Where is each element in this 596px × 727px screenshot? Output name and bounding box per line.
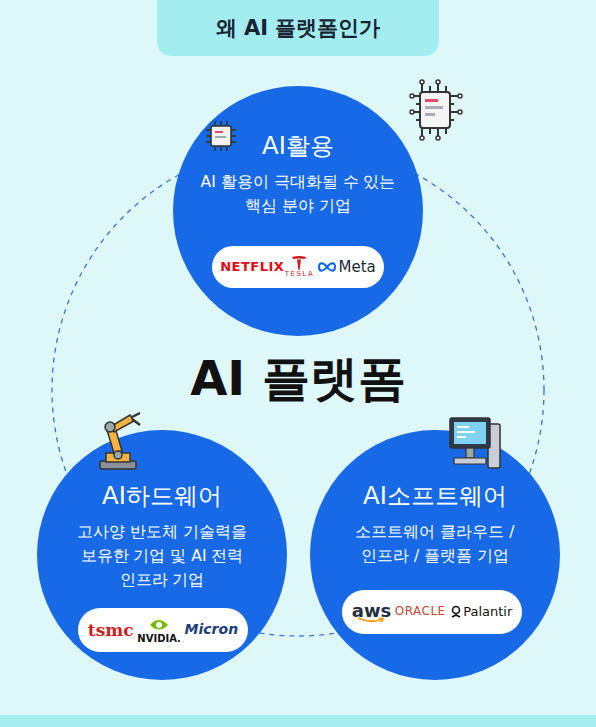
logo: Meta xyxy=(315,259,376,276)
bottom-band xyxy=(0,715,596,727)
logo: Palantir xyxy=(449,605,512,619)
logo-mark xyxy=(148,617,170,633)
category-description: AI 활용이 극대화될 수 있는 핵심 분야 기업 xyxy=(198,170,398,218)
category-description: 소프트웨어 클라우드 / 인프라 / 플랫폼 기업 xyxy=(335,520,535,568)
company-logo-text: Meta xyxy=(339,259,376,276)
logo-pill: awsORACLE Palantir xyxy=(342,590,522,634)
company-logo-text: Micron xyxy=(185,622,239,637)
title-tab xyxy=(157,0,439,56)
logo-mark xyxy=(317,261,337,273)
logo-pill: tsmcNVIDIA. Micron xyxy=(78,608,248,652)
logo: Micron xyxy=(185,622,239,637)
category-circle: AI소프트웨어소프트웨어 클라우드 / 인프라 / 플랫폼 기업 awsORACL… xyxy=(310,430,560,680)
logo-mark xyxy=(291,255,307,271)
category-heading: AI소프트웨어 xyxy=(320,478,550,514)
company-logo-text: NETFLIX xyxy=(220,260,284,274)
logo: aws xyxy=(352,601,392,624)
logo: NETFLIX xyxy=(220,260,284,274)
company-logo-text: TESLA xyxy=(285,271,315,279)
company-logo-text: tsmc xyxy=(88,621,134,640)
logo: NVIDIA. xyxy=(137,617,181,644)
title: 왜 AI 플랫폼인가 xyxy=(157,0,439,56)
category-description: 고사양 반도체 기술력을 보유한 기업 및 AI 전력 인프라 기업 xyxy=(62,520,262,592)
category-circle: AI하드웨어고사양 반도체 기술력을 보유한 기업 및 AI 전력 인프라 기업… xyxy=(37,430,287,680)
company-logo-text: ORACLE xyxy=(395,605,446,618)
company-logo-text: aws xyxy=(352,601,392,621)
center-label: AI 플랫폼 xyxy=(98,348,498,408)
robot-arm-icon xyxy=(100,413,140,469)
logo-mark xyxy=(451,605,461,619)
company-logo-text: Palantir xyxy=(463,605,512,619)
logo-pill: NETFLIXTESLA Meta xyxy=(212,246,384,288)
logo: TESLA xyxy=(285,255,315,279)
logo: ORACLE xyxy=(395,605,446,618)
chip-icon xyxy=(206,121,236,151)
computer-icon xyxy=(450,418,500,468)
chip-icon xyxy=(410,80,462,140)
company-logo-text: NVIDIA. xyxy=(137,633,181,644)
logo: tsmc xyxy=(88,621,134,640)
category-heading: AI활용 xyxy=(183,128,413,164)
category-heading: AI하드웨어 xyxy=(47,478,277,514)
category-circle: AI활용 AI 활용이 극대화될 수 있는 핵심 분야 기업 NETFLIXTESL… xyxy=(173,86,423,336)
